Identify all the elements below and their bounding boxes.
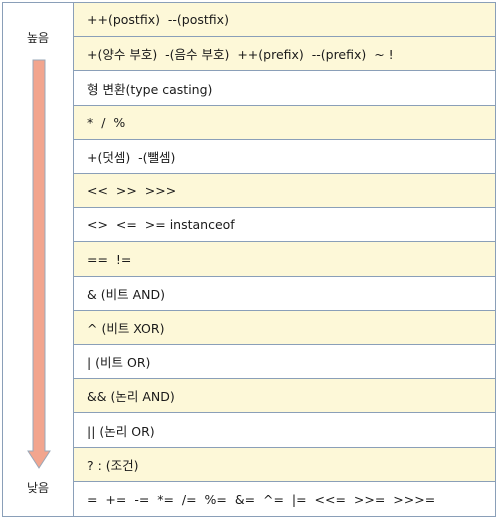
operator-row: +(덧셈) -(뺄셈) — [74, 140, 495, 174]
operator-row: == != — [74, 242, 495, 277]
down-arrow-icon — [27, 59, 51, 469]
operator-row: ? : (조건) — [74, 448, 495, 482]
operator-row: = += -= *= /= %= &= ^= |= <<= >>= >>>= — [74, 482, 495, 516]
operator-row: 형 변환(type casting) — [74, 71, 495, 106]
precedence-table — [2, 2, 496, 517]
operator-row: * / % — [74, 106, 495, 140]
operator-row: | (비트 OR) — [74, 345, 495, 379]
low-precedence-label: 낮음 — [26, 481, 50, 495]
operator-rows: ++(postfix) --(postfix) +(양수 부호) -(음수 부호… — [74, 3, 495, 516]
operator-row: ++(postfix) --(postfix) — [74, 3, 495, 37]
precedence-scale: 높음 낮음 — [3, 3, 73, 516]
column-divider — [73, 3, 74, 516]
operator-row: << >> >>> — [74, 174, 495, 208]
high-precedence-label: 높음 — [26, 31, 50, 45]
operator-row: +(양수 부호) -(음수 부호) ++(prefix) --(prefix) … — [74, 37, 495, 71]
operator-row: ^ (비트 XOR) — [74, 311, 495, 345]
operator-row: || (논리 OR) — [74, 413, 495, 448]
operator-row: & (비트 AND) — [74, 277, 495, 311]
operator-row: && (논리 AND) — [74, 379, 495, 413]
operator-row: <> <= >= instanceof — [74, 208, 495, 242]
